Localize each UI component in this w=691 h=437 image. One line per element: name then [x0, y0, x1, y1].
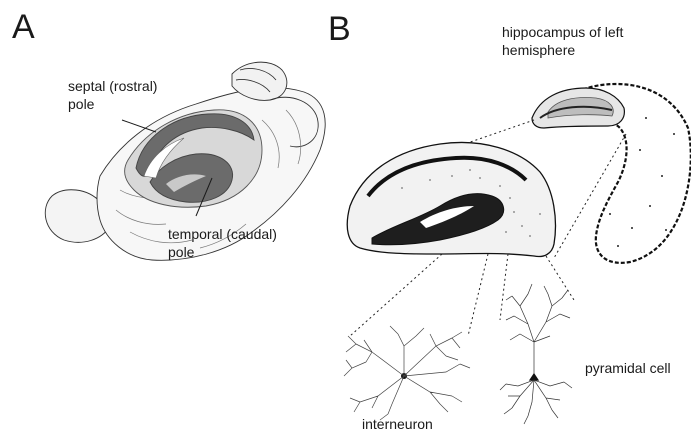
hippocampus-label-line1: hippocampus of left [502, 24, 623, 41]
temporal-pole-label-line1: temporal (caudal) [168, 226, 277, 243]
septal-pole-label-line2: pole [68, 96, 94, 113]
pyramidal-cell-label: pyramidal cell [585, 360, 671, 377]
panel-a-letter: A [12, 10, 35, 44]
panel-b-letter: B [328, 12, 351, 46]
pyramidal-cell-drawing [500, 284, 572, 424]
interneuron-drawing [344, 326, 470, 420]
septal-pole-label-line1: septal (rostral) [68, 78, 157, 95]
temporal-pole-label-line2: pole [168, 244, 194, 261]
hippocampus-label-line2: hemisphere [502, 42, 575, 59]
interneuron-label: interneuron [362, 416, 433, 433]
hippocampus-drawing [347, 84, 691, 336]
